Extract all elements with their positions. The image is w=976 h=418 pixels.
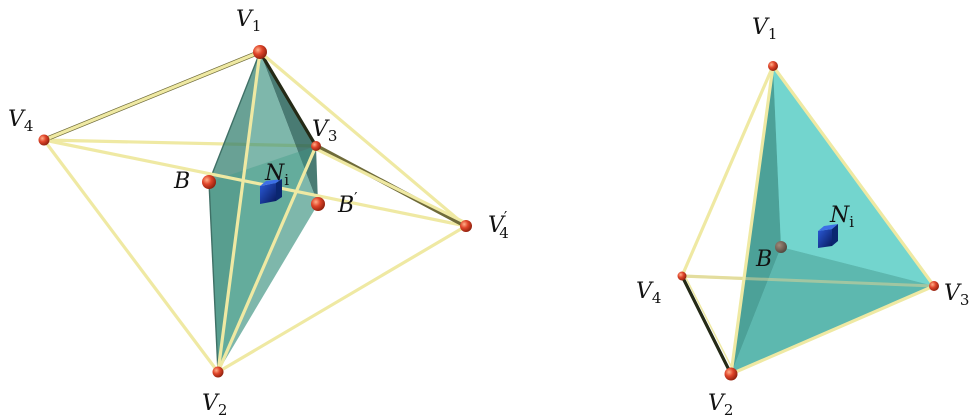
edge-v4-v1 [680, 64, 775, 278]
label-ni: Ni [264, 161, 289, 189]
label-v1: V1 [752, 15, 777, 43]
vertex-v3 [929, 281, 939, 291]
cube-side [276, 179, 282, 201]
left-labels: V1 V4 V3 V′4 V2 B B′ Ni [8, 7, 509, 418]
cube-front [818, 229, 832, 248]
vertex-v4 [38, 134, 50, 146]
edge-v4-v4prime [42, 138, 468, 228]
edge-v1-v4prime [258, 50, 468, 228]
label-v2: V2 [202, 391, 227, 418]
edge-v4-v1 [42, 50, 262, 142]
label-v4prime: V′4 [488, 208, 509, 242]
right-wireframe-front [680, 64, 936, 376]
vertex-v1 [253, 45, 267, 59]
label-b: B [755, 247, 772, 272]
label-v4: V4 [636, 279, 661, 307]
edge-v4-v3-through [681, 274, 935, 288]
right-figure: V1 V4 V3 V2 B Ni [636, 15, 969, 418]
label-v1: V1 [236, 7, 261, 35]
vertex-b [775, 241, 787, 253]
vertex-v2 [212, 366, 224, 378]
edge-v1-v3-dark [258, 50, 318, 148]
cube-front [260, 183, 276, 204]
vertex-v4prime [460, 220, 472, 232]
vertex-v4 [677, 271, 687, 281]
cube-top [818, 224, 838, 231]
left-wireframe-front [41, 49, 469, 374]
cube-top [260, 179, 282, 186]
edge-v1-v2 [216, 50, 262, 374]
vertex-v3 [311, 141, 321, 151]
edge-v4-v2 [685, 277, 734, 371]
vertex-v2 [724, 367, 738, 381]
label-v3: V3 [944, 281, 969, 309]
edge-v3-v2 [729, 284, 936, 376]
edge-v2-v4prime [216, 224, 468, 374]
right-vertices [677, 61, 939, 381]
left-figure: V1 V4 V3 V′4 V2 B B′ Ni [8, 7, 509, 418]
label-v2: V2 [708, 391, 733, 418]
left-solid [208, 50, 318, 373]
label-v4: V4 [8, 107, 33, 135]
edge-v3-v2 [216, 144, 318, 374]
vertex-bprime [311, 197, 325, 211]
face-v1-bprime-v2 [218, 52, 318, 372]
label-bprime: B′ [337, 189, 358, 218]
vertex-v1 [768, 61, 778, 71]
label-ni: Ni [829, 203, 854, 231]
right-labels: V1 V4 V3 V2 B Ni [636, 15, 969, 418]
face-b-v3-v2 [209, 146, 316, 372]
right-ni-marker [818, 224, 838, 248]
edge-v3-v4prime [316, 148, 466, 224]
left-vertices [38, 45, 472, 378]
face-v1-b-v2 [209, 52, 260, 372]
edge-v1-b [208, 51, 261, 183]
left-ni-marker [260, 179, 282, 204]
label-b: B [173, 169, 190, 194]
label-v3: V3 [312, 117, 337, 145]
edge-v4-v2-dark [680, 274, 733, 376]
vertex-b [202, 175, 216, 189]
edge-v1-v2 [729, 64, 775, 376]
face-v1-b-v2 [731, 66, 781, 374]
cube-side [832, 224, 838, 246]
edge-v4-v2 [42, 138, 220, 374]
edge-b-v2 [208, 181, 219, 373]
edge-v1-v3 [771, 64, 936, 288]
